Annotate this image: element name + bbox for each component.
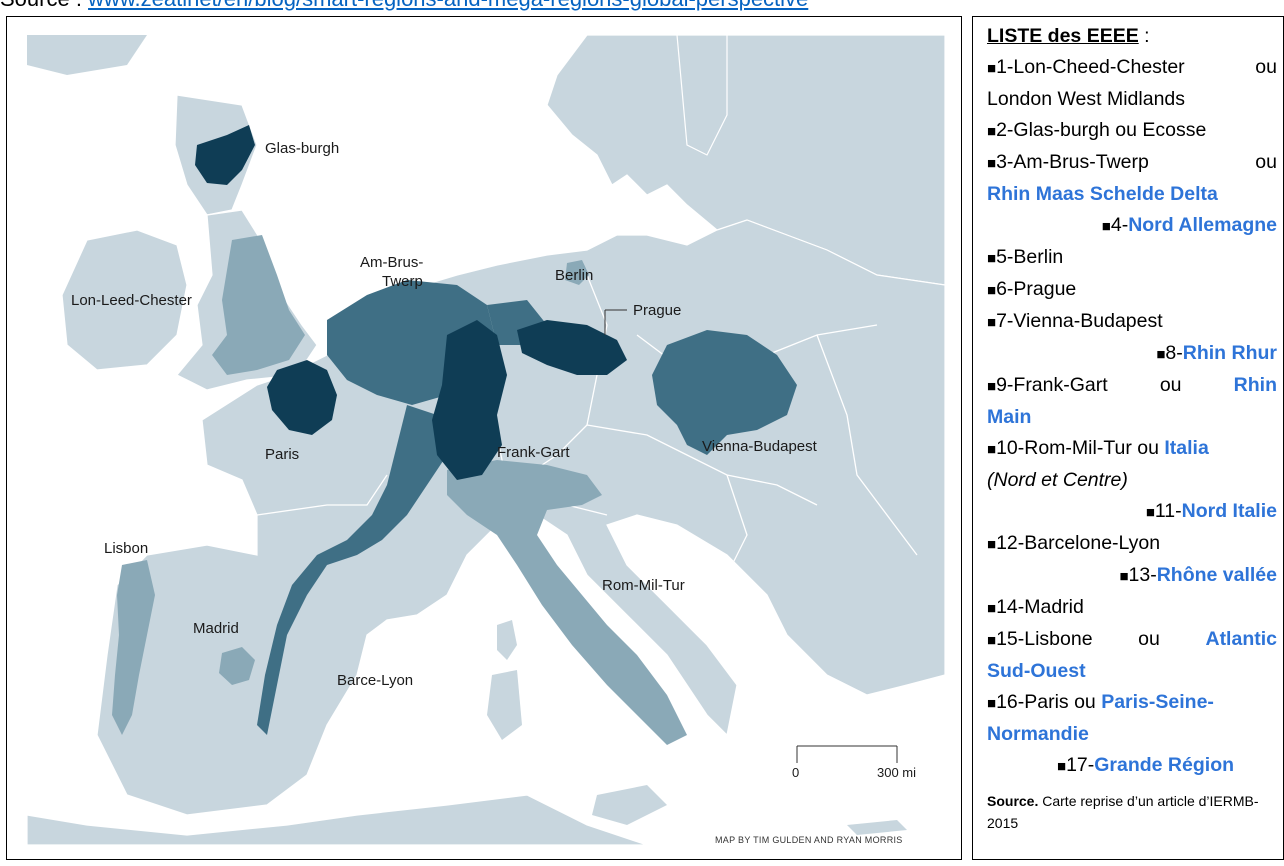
legend-item-13: ■13-Rhône vallée (1119, 564, 1277, 586)
region-lisbon (112, 560, 155, 735)
legend-item-9-cont: Main (987, 406, 1032, 428)
source-link[interactable]: www.zeatinet/en/blog/smart-regions-and-m… (88, 0, 808, 11)
land-corsica (497, 620, 517, 660)
label-vienna-budapest: Vienna-Budapest (702, 438, 818, 455)
label-prague: Prague (633, 302, 681, 319)
region-rhone-barce-lyon (257, 405, 447, 735)
region-lon-leed-chester (212, 235, 305, 375)
region-paris (267, 360, 337, 435)
region-madrid (219, 647, 255, 685)
dark-regions (195, 125, 627, 480)
land-crete (847, 820, 907, 835)
legend-item-7: ■7-Vienna-Budapest (987, 310, 1163, 332)
label-lisbon: Lisbon (104, 540, 148, 557)
legend-item-17: ■17-Grande Région (1057, 754, 1235, 776)
light-regions (112, 235, 687, 745)
label-frank-gart: Frank-Gart (497, 444, 570, 461)
scale-zero: 0 (792, 765, 799, 780)
land-africa (27, 794, 648, 845)
label-paris: Paris (265, 446, 299, 463)
legend-item-3-cont: Rhin Maas Schelde Delta (987, 183, 1218, 205)
legend-item-6: ■6-Prague (987, 278, 1077, 300)
legend-item-12: ■12-Barcelone-Lyon (987, 532, 1161, 554)
europe-map: Glas-burgh Am-Brus- Twerp Berlin Prague … (27, 35, 945, 845)
land-sardinia (487, 670, 522, 740)
region-glas-burgh (195, 125, 255, 185)
legend-item-5: ■5-Berlin (987, 246, 1064, 268)
source-line: Source : www.zeatinet/en/blog/smart-regi… (0, 0, 990, 16)
legend-item-8: ■8-Rhin Rhur (1156, 342, 1277, 364)
legend-item-10-cont: (Nord et Centre) (987, 469, 1128, 491)
legend-item-2: ■2-Glas-burgh ou Ecosse (987, 119, 1207, 141)
legend-item-16: ■16-Paris ou Paris-Seine- (987, 691, 1214, 713)
region-berlin (565, 260, 589, 285)
legend-item-15-cont: Sud-Ouest (987, 660, 1086, 682)
region-rom-mil-tur (447, 460, 687, 745)
scale-bar: 0 300 mi (792, 745, 916, 780)
land-sicily (592, 785, 667, 825)
source-prefix: Source : (0, 0, 88, 11)
legend-item-14: ■14-Madrid (987, 596, 1084, 618)
legend-source: Source. Carte reprise d’un article d’IER… (987, 793, 1259, 831)
label-glas-burgh: Glas-burgh (265, 140, 339, 157)
region-prague (517, 320, 627, 375)
region-frank-gart (432, 320, 507, 480)
land-north (27, 35, 147, 75)
land-ireland (61, 229, 188, 371)
land-finland (676, 35, 728, 156)
scale-max: 300 mi (877, 765, 916, 780)
label-am-brus-2: Twerp (382, 273, 423, 290)
map-credit: MAP BY TIM GULDEN AND RYAN MORRIS (715, 835, 903, 845)
legend-item-4: ■4-Nord Allemagne (1101, 214, 1277, 236)
legend-title: LISTE des EEEE : (987, 25, 1150, 47)
label-lon-leed-chester: Lon-Leed-Chester (71, 292, 192, 309)
map-frame: Glas-burgh Am-Brus- Twerp Berlin Prague … (6, 16, 962, 860)
legend-item-1-cont: London West Midlands (987, 88, 1186, 110)
legend-item-10: ■10-Rom-Mil-Tur ou Italia (987, 437, 1209, 459)
legend-item-16-cont: Normandie (987, 723, 1089, 745)
label-berlin: Berlin (555, 267, 593, 284)
legend-item-11: ■11-Nord Italie (1145, 500, 1277, 522)
region-vienna-budapest (652, 330, 797, 455)
label-barce-lyon: Barce-Lyon (337, 672, 413, 689)
label-rom-mil-tur: Rom-Mil-Tur (602, 577, 685, 594)
label-am-brus-1: Am-Brus- (360, 254, 423, 271)
label-madrid: Madrid (193, 620, 239, 637)
